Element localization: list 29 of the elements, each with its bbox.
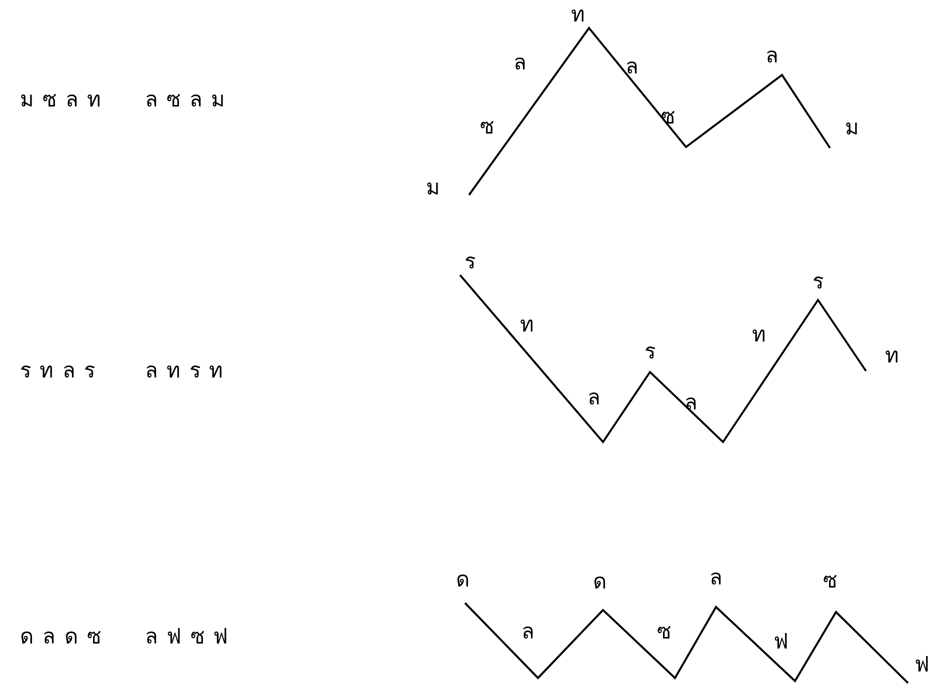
note-label: ท <box>571 2 585 28</box>
note-label: ร <box>644 339 656 365</box>
note-label: ร <box>464 249 476 275</box>
note-label: ซ <box>823 568 837 594</box>
note-label: ม <box>426 175 440 201</box>
note-label: ฟ <box>774 629 788 655</box>
note-label: ล <box>522 619 534 645</box>
note-phrase: ล ท ร ท <box>145 358 224 384</box>
note-phrase: ล ฟ ซ ฟ <box>145 624 228 650</box>
note-phrase: ด ล ด ซ <box>20 624 102 650</box>
note-label: ม <box>845 115 859 141</box>
note-label: ฟ <box>914 652 930 678</box>
note-label: ล <box>626 54 638 80</box>
note-label: ซ <box>661 104 675 130</box>
note-phrase: ร ท ล ร <box>20 358 96 384</box>
note-label: ซ <box>480 114 494 140</box>
note-phrase: ม ซ ล ท <box>20 87 102 113</box>
note-label: ท <box>885 343 899 369</box>
note-label: ท <box>520 312 534 338</box>
note-phrase: ล ซ ล ม <box>145 87 226 113</box>
note-label: ท <box>752 322 766 348</box>
note-label: ล <box>588 385 600 411</box>
note-label: ล <box>710 565 722 591</box>
note-label: ด <box>593 569 607 595</box>
note-label: ด <box>456 567 470 593</box>
note-label: ล <box>766 43 778 69</box>
note-label: ล <box>514 50 526 76</box>
note-label: ซ <box>657 619 671 645</box>
note-label: ร <box>812 269 824 295</box>
